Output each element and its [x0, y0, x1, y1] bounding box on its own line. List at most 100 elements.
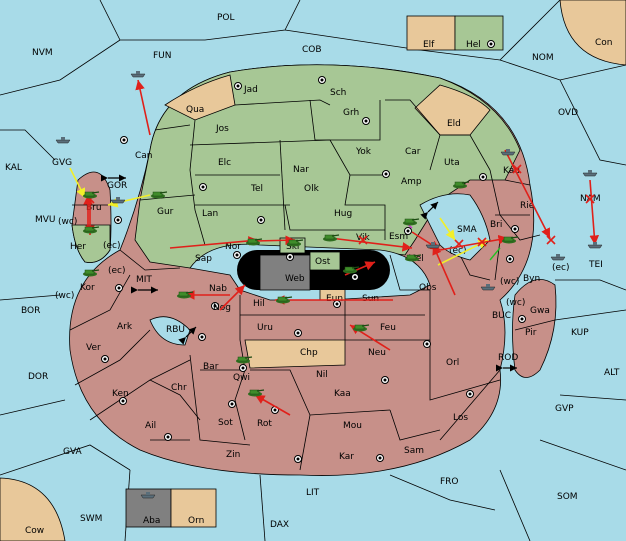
label-orl: Orl — [446, 358, 459, 368]
supply-center-dot — [213, 304, 217, 308]
supply-center-dot — [468, 392, 472, 396]
label-chr: Chr — [171, 383, 187, 393]
supply-center-dot — [117, 286, 121, 290]
supply-center-dot — [296, 457, 300, 461]
label-bru: Bru — [86, 203, 102, 213]
label-kor: Kor — [80, 283, 95, 293]
label-bri: Bri — [490, 220, 502, 230]
label-web: Web — [285, 274, 305, 284]
label-rbu: RBU — [166, 325, 185, 335]
supply-center-dot — [116, 218, 120, 222]
label-tel: Tel — [250, 184, 263, 194]
supply-center-dot — [200, 335, 204, 339]
supply-center-dot — [481, 175, 485, 179]
label-vik: Vik — [356, 233, 370, 243]
legend-top: Elf Hel — [406, 15, 504, 51]
label-los: Los — [453, 413, 468, 423]
supply-center-dot — [273, 408, 277, 412]
label-rod: ROD — [498, 353, 518, 363]
label-lit: LIT — [306, 488, 320, 498]
impassable-center — [237, 237, 390, 291]
supply-center-dot — [166, 435, 170, 439]
label-gwa: Gwa — [530, 306, 550, 316]
label-gor: GOR — [107, 181, 127, 191]
label-ark: Ark — [117, 322, 133, 332]
ring-internal-borders-red — [69, 179, 531, 471]
label-kaa: Kaa — [334, 389, 351, 399]
label-nvm: NVM — [32, 48, 53, 58]
supply-center-dot — [406, 229, 410, 233]
label-amp: Amp — [401, 177, 422, 187]
land-eld[interactable] — [414, 84, 491, 136]
label-skr: Skr — [286, 242, 301, 252]
coast-wc3: (wc) — [500, 277, 519, 287]
label-qwi: Qwi — [233, 373, 250, 383]
supply-center-dot — [364, 119, 368, 123]
label-dor: DOR — [28, 372, 48, 382]
land-her[interactable] — [71, 224, 111, 263]
supply-center-dot — [513, 227, 517, 231]
label-nor: Nor — [225, 242, 241, 252]
coast-labels: (wc) (ec) (ec) (wc) (wc) (ec) (wc) (ec) — [55, 217, 570, 308]
land-chp[interactable] — [244, 339, 346, 369]
label-som: SOM — [557, 492, 578, 502]
coast-ec4: (ec) — [449, 246, 467, 256]
ring-internal-borders — [139, 99, 491, 246]
label-mvu: MVU — [35, 215, 56, 225]
label-olk: Olk — [304, 184, 320, 194]
supply-center-dot — [296, 331, 300, 335]
label-con: Con — [595, 38, 613, 48]
supply-center-dot — [335, 302, 339, 306]
legend-orn: Orn — [188, 516, 204, 526]
label-grh: Grh — [343, 108, 359, 118]
label-gur: Gur — [157, 207, 174, 217]
supply-center-dot — [288, 255, 292, 259]
supply-center-dot — [103, 357, 107, 361]
label-neu: Neu — [368, 348, 386, 358]
label-feu: Feu — [380, 323, 396, 333]
label-nom: NOM — [532, 53, 554, 63]
legend-hel: Hel — [466, 40, 481, 50]
label-nab: Nab — [209, 284, 227, 294]
supply-center-dot — [383, 378, 387, 382]
supply-center-dot — [489, 42, 493, 46]
supply-center-dot — [384, 172, 388, 176]
label-byn: Byn — [523, 274, 540, 284]
border-rie-bri — [489, 169, 541, 241]
label-fun: FUN — [153, 51, 172, 61]
land-qua[interactable] — [164, 74, 236, 121]
label-ken: Ken — [112, 389, 129, 399]
label-lan: Lan — [202, 209, 218, 219]
label-kau: Kau — [503, 166, 520, 176]
coast-ec3: (ec) — [552, 263, 570, 273]
label-nil: Nil — [316, 370, 328, 380]
label-ovd: OVD — [558, 108, 578, 118]
supply-center-dot — [236, 84, 240, 88]
legend-elf: Elf — [423, 40, 435, 50]
label-sap: Sap — [195, 254, 212, 264]
supply-center-dot — [353, 275, 357, 279]
label-uru: Uru — [257, 323, 273, 333]
label-mou: Mou — [343, 421, 362, 431]
supply-center-dot — [230, 402, 234, 406]
supply-centers — [101, 40, 526, 463]
supply-center-dot — [508, 257, 512, 261]
land-east-peninsula[interactable] — [512, 278, 557, 378]
supply-center-dot — [320, 78, 324, 82]
label-ver: Ver — [86, 343, 101, 353]
label-buc: BUC — [492, 311, 511, 321]
label-tei: TEI — [588, 260, 603, 270]
coast-ec1: (ec) — [103, 241, 121, 251]
label-bor: BOR — [21, 306, 40, 316]
label-kup: KUP — [571, 328, 589, 338]
label-cob: COB — [302, 45, 322, 55]
label-esm: Esm — [389, 232, 408, 242]
label-sma: SMA — [457, 225, 477, 235]
coast-wc1: (wc) — [58, 217, 77, 227]
label-ail: Ail — [145, 421, 156, 431]
legend-aba: Aba — [143, 516, 160, 526]
label-her: Her — [70, 242, 86, 252]
label-obs: Obs — [419, 283, 437, 293]
supply-center-dot — [378, 456, 382, 460]
